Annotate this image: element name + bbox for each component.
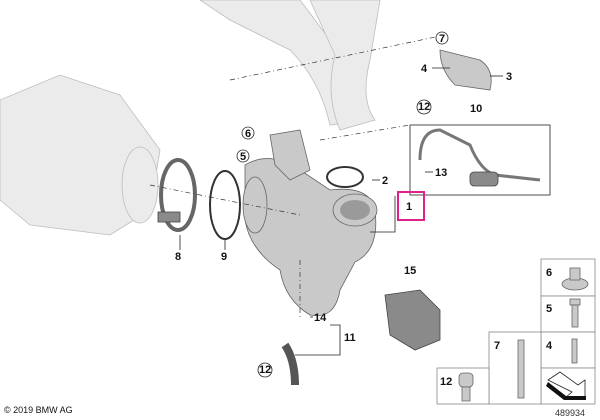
callout-circle-7 bbox=[435, 31, 449, 45]
callout-13[interactable]: 13 bbox=[435, 167, 447, 179]
callout-2[interactable]: 2 bbox=[382, 175, 388, 187]
nut-top bbox=[569, 267, 581, 281]
callout-circle-12b bbox=[257, 362, 273, 378]
gasket-ring-9 bbox=[209, 170, 241, 240]
actuator-15 bbox=[384, 289, 441, 351]
panel-label-6: 6 bbox=[546, 267, 552, 279]
image-number: 489934 bbox=[555, 408, 586, 418]
bolt-head bbox=[569, 298, 581, 306]
direction-arrow-shadow bbox=[546, 382, 586, 400]
gasket-ring-2 bbox=[326, 166, 364, 188]
screw-head bbox=[458, 372, 474, 388]
callout-9[interactable]: 9 bbox=[221, 251, 227, 263]
callout-6[interactable]: 6 bbox=[245, 128, 251, 140]
panel-cell-7[interactable] bbox=[488, 331, 542, 405]
panel-label-5: 5 bbox=[546, 303, 552, 315]
callout-8[interactable]: 8 bbox=[175, 251, 181, 263]
turbo-manifold bbox=[269, 129, 311, 181]
callout-7[interactable]: 7 bbox=[439, 33, 445, 45]
callout-12-top[interactable]: 12 bbox=[418, 101, 430, 113]
turbocharger bbox=[244, 158, 377, 317]
turbo-flange bbox=[242, 176, 268, 234]
stud-icon bbox=[517, 339, 525, 399]
bolt-icon bbox=[571, 304, 579, 328]
leader-11 bbox=[295, 324, 341, 356]
converter-flange bbox=[121, 146, 159, 224]
callout-10[interactable]: 10 bbox=[470, 103, 482, 115]
callout-circle-5 bbox=[236, 149, 250, 163]
highlight-box-1 bbox=[397, 191, 425, 221]
turbo-inlet-bore bbox=[340, 200, 370, 220]
clamp-screw bbox=[157, 211, 181, 223]
callout-14[interactable]: 14 bbox=[314, 312, 327, 324]
leader-7 bbox=[229, 34, 446, 81]
callout-12-bottom[interactable]: 12 bbox=[259, 364, 271, 376]
callout-11[interactable]: 11 bbox=[344, 332, 356, 344]
oil-return-hose bbox=[281, 342, 299, 386]
panel-cell-6[interactable] bbox=[540, 258, 596, 297]
callout-circle-12a bbox=[416, 99, 432, 115]
direction-arrow-icon bbox=[547, 371, 586, 399]
callout-3[interactable]: 3 bbox=[506, 71, 512, 83]
leader-oil bbox=[319, 124, 411, 141]
callout-5[interactable]: 5 bbox=[240, 151, 246, 163]
gasket-3 bbox=[439, 49, 492, 91]
oil-line-hose bbox=[469, 171, 499, 187]
panel-label-7: 7 bbox=[494, 340, 500, 352]
copyright: © 2019 BMW AG bbox=[4, 405, 73, 415]
panel-cell-4[interactable] bbox=[540, 331, 596, 369]
callout-1[interactable]: 1 bbox=[406, 201, 412, 213]
pin-icon bbox=[571, 338, 578, 364]
leader-8-9 bbox=[179, 235, 226, 250]
intake-pipe bbox=[309, 0, 381, 131]
panel-cell-5[interactable] bbox=[540, 295, 596, 333]
panel-label-4: 4 bbox=[546, 340, 553, 352]
callout-bracket-10 bbox=[409, 124, 551, 196]
leader-1 bbox=[370, 196, 396, 233]
callout-15[interactable]: 15 bbox=[404, 265, 416, 277]
clamp-8 bbox=[159, 158, 197, 232]
callout-4[interactable]: 4 bbox=[421, 63, 428, 75]
callout-circle-6 bbox=[241, 126, 255, 140]
leader-axis bbox=[149, 184, 301, 216]
panel-label-12: 12 bbox=[440, 376, 452, 388]
screw-icon bbox=[461, 386, 471, 402]
